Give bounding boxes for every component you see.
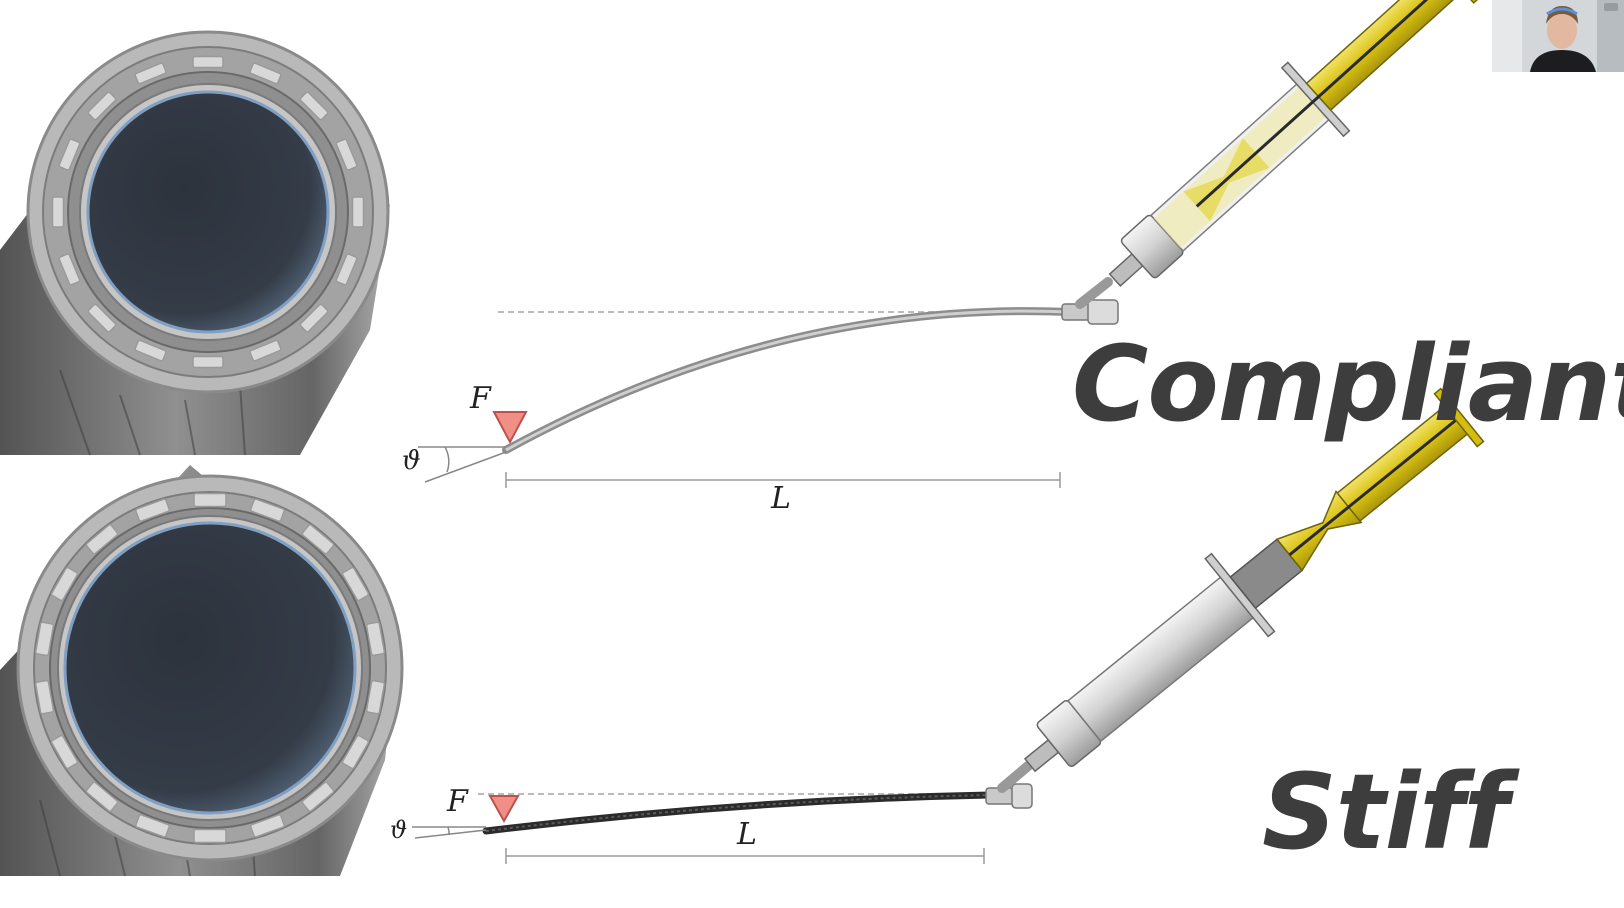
stiff-embedded-segment <box>85 781 119 812</box>
compliant-embedded-segment <box>192 55 224 69</box>
stiff-bending-diagram <box>412 387 1485 864</box>
stiff-embedded-segment <box>34 621 55 657</box>
compliant-force-marker <box>492 411 528 445</box>
stiff-embedded-segment <box>50 566 79 602</box>
compliant-embedded-segment <box>299 91 329 121</box>
compliant-luer-connector <box>1061 277 1119 325</box>
compliant-embedded-segment <box>134 62 167 85</box>
stiff-embedded-segment <box>301 781 335 812</box>
compliant-force-symbol: F <box>470 381 491 416</box>
compliant-bending-diagram <box>418 0 1481 488</box>
compliant-embedded-segment <box>58 253 81 286</box>
stiff-luer-connector <box>985 761 1033 809</box>
compliant-embedded-segment <box>335 138 358 171</box>
stiff-embedded-segment <box>34 679 55 715</box>
stiff-angle-symbol: ϑ <box>390 816 408 844</box>
stiff-embedded-segment <box>135 498 170 522</box>
compliant-embedded-segment <box>335 253 358 286</box>
stiff-embedded-segment <box>341 734 370 770</box>
webcam-participant-icon <box>1492 0 1624 72</box>
webcam-thumbnail[interactable] <box>1492 0 1624 72</box>
compliant-embedded-segment <box>87 91 117 121</box>
stiff-embedded-segment <box>193 492 227 508</box>
stiff-length-dimension <box>505 848 985 864</box>
stiff-embedded-segment <box>85 524 119 555</box>
compliant-label: Compliant <box>1072 323 1624 445</box>
compliant-embedded-segment <box>58 138 81 171</box>
compliant-tube-cross-section <box>0 30 390 456</box>
stiff-embedded-segment <box>135 814 170 838</box>
compliant-length-symbol: L <box>771 481 791 516</box>
compliant-embedded-segment <box>249 339 282 362</box>
compliant-catheter <box>502 307 1074 454</box>
compliant-embedded-segment <box>351 196 365 228</box>
compliant-embedded-segment <box>87 303 117 333</box>
stiff-tube-cross-section <box>0 465 404 877</box>
stiff-embedded-segment <box>250 814 285 838</box>
stiff-embedded-segment <box>341 566 370 602</box>
compliant-length-dimension <box>505 472 1061 488</box>
stiff-embedded-segment <box>301 524 335 555</box>
stiff-force-marker <box>488 795 520 824</box>
stiff-embedded-segment <box>193 828 227 844</box>
stiff-length-symbol: L <box>737 817 757 852</box>
compliant-embedded-segment <box>192 355 224 369</box>
compliant-embedded-segment <box>51 196 65 228</box>
stiff-embedded-segment <box>250 498 285 522</box>
stiff-force-symbol: F <box>447 784 468 819</box>
compliant-embedded-segment <box>134 339 167 362</box>
compliant-angle-symbol: ϑ <box>402 446 421 476</box>
stiff-embedded-segment <box>365 621 386 657</box>
compliant-embedded-segment <box>249 62 282 85</box>
stiff-embedded-segment <box>365 679 386 715</box>
stiff-embedded-segment <box>50 734 79 770</box>
stiff-label: Stiff <box>1262 751 1509 873</box>
compliant-embedded-segment <box>299 303 329 333</box>
stiff-syringe <box>1023 387 1485 773</box>
compliant-syringe <box>1108 0 1481 288</box>
